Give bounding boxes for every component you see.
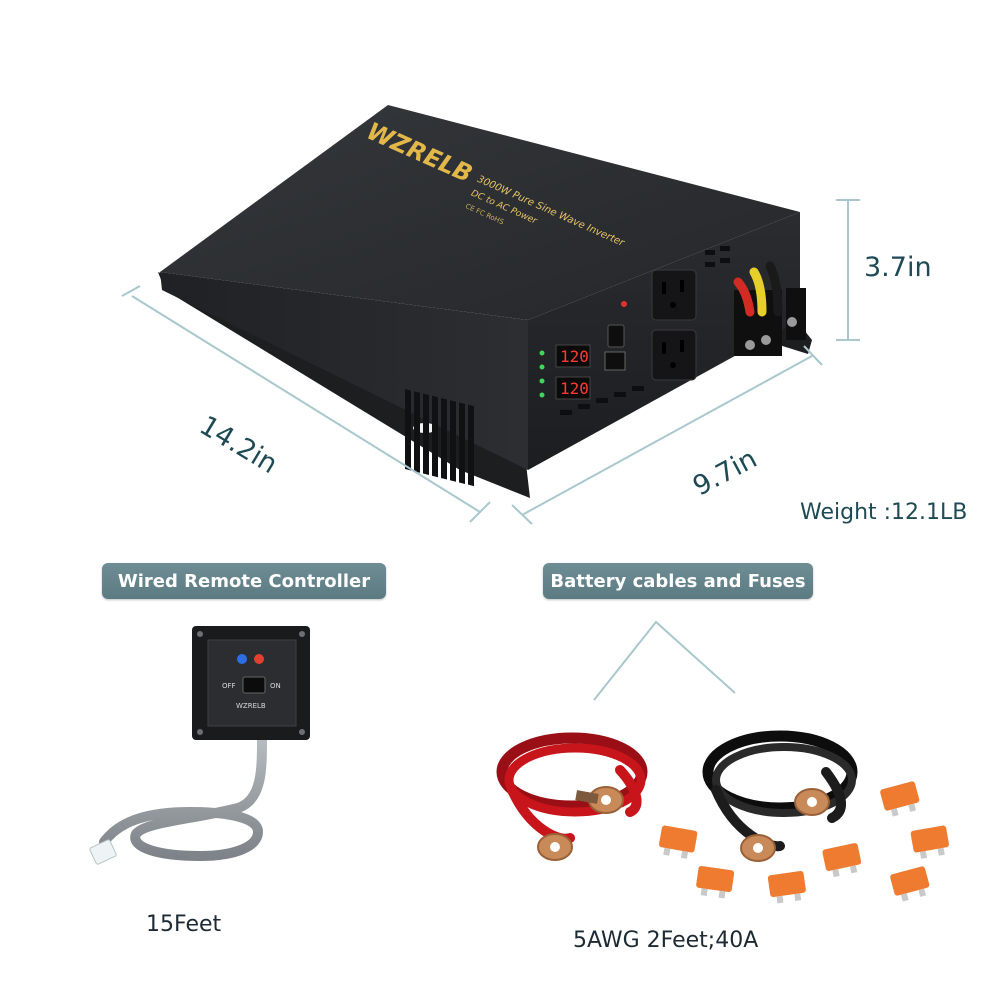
remote-controller: OFF ON WZRELB bbox=[89, 626, 310, 865]
status-led bbox=[539, 350, 545, 356]
remote-controller-title: Wired Remote Controller bbox=[102, 563, 386, 599]
front-panel: 120 120 bbox=[539, 246, 806, 415]
black-terminal-lead bbox=[765, 261, 783, 317]
fuse bbox=[696, 865, 735, 899]
fuse bbox=[767, 870, 806, 904]
watt-display bbox=[555, 376, 591, 400]
red-terminal-lead bbox=[733, 277, 755, 317]
remote-port[interactable] bbox=[604, 351, 626, 371]
red-battery-cable bbox=[496, 732, 648, 844]
fuse bbox=[822, 843, 862, 878]
remote-cable-length: 15Feet bbox=[146, 912, 222, 937]
black-battery-cable bbox=[702, 730, 858, 852]
side-vents bbox=[405, 388, 474, 487]
terminal-bolt bbox=[761, 335, 771, 345]
terminal-bolt bbox=[745, 340, 755, 350]
fuse bbox=[890, 866, 930, 902]
width-dimension-line bbox=[521, 355, 813, 516]
power-switch[interactable] bbox=[607, 324, 625, 348]
weight-label: Weight :12.1LB bbox=[800, 500, 968, 525]
remote-face bbox=[207, 639, 297, 727]
status-led bbox=[539, 392, 545, 398]
watt-display-value: 120 bbox=[560, 379, 589, 398]
inverter-unit: WZRELB 3000W Pure Sine Wave Inverter DC … bbox=[158, 105, 812, 498]
remote-on-label: ON bbox=[270, 682, 281, 690]
power-led bbox=[621, 301, 627, 307]
cables-pointer-line bbox=[593, 620, 736, 701]
remote-cable bbox=[99, 733, 267, 862]
ac-outlet bbox=[651, 269, 697, 321]
yellow-terminal-lead bbox=[749, 267, 767, 317]
remote-brand: WZRELB bbox=[236, 702, 266, 710]
fuse bbox=[659, 825, 698, 859]
front-vents bbox=[560, 246, 730, 415]
remote-screw bbox=[299, 631, 305, 637]
remote-red-led bbox=[254, 654, 264, 664]
fuse bbox=[880, 781, 920, 817]
length-dimension-line bbox=[131, 295, 481, 513]
battery-cable-spec: 5AWG 2Feet;40A bbox=[573, 928, 759, 953]
status-led bbox=[539, 364, 545, 370]
terminal-block bbox=[786, 288, 806, 340]
remote-screw bbox=[197, 631, 203, 637]
fuse bbox=[910, 825, 949, 859]
remote-switch[interactable] bbox=[242, 676, 266, 694]
status-led bbox=[539, 378, 545, 384]
remote-screw bbox=[299, 729, 305, 735]
battery-cables bbox=[496, 730, 858, 862]
rj45-plug bbox=[89, 839, 117, 865]
fuse-set bbox=[659, 781, 949, 904]
dimension-lines bbox=[121, 199, 860, 701]
terminal-bolt bbox=[787, 317, 797, 327]
inverter-top-face bbox=[160, 105, 800, 320]
voltage-display bbox=[555, 344, 591, 368]
remote-off-label: OFF bbox=[222, 682, 236, 690]
ac-outlet bbox=[651, 329, 697, 381]
remote-screw bbox=[197, 729, 203, 735]
battery-cables-title: Battery cables and Fuses bbox=[543, 563, 813, 599]
remote-blue-led bbox=[237, 654, 247, 664]
voltage-display-value: 120 bbox=[560, 347, 589, 366]
height-label: 3.7in bbox=[864, 252, 932, 283]
